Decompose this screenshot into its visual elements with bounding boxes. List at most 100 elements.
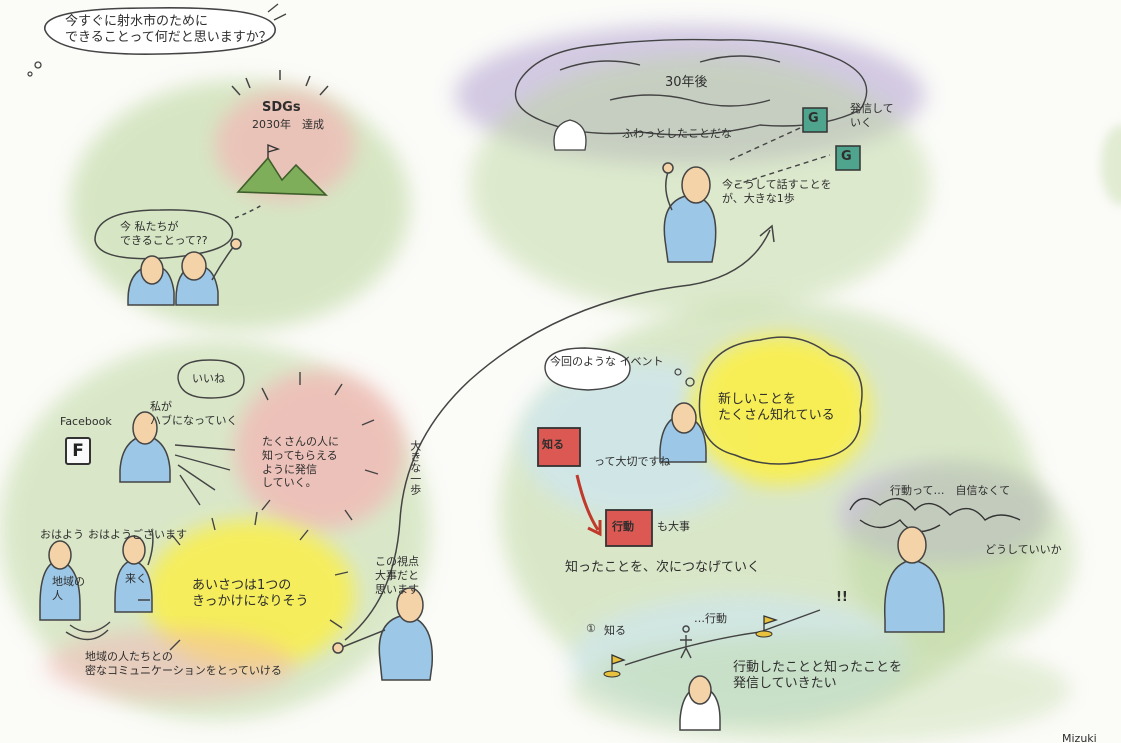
big-step-vertical-text: 大きな一歩	[408, 440, 422, 495]
community-text: 地域の人たちとの 密なコミュニケーションをとっていける	[85, 650, 282, 677]
exchange-arrows	[65, 621, 111, 641]
sdgs-rays	[231, 70, 329, 96]
question-bubble-shape	[44, 7, 276, 55]
shiru-box	[537, 427, 581, 467]
figures-two-people	[127, 238, 242, 306]
person-head	[897, 526, 927, 564]
event-text: 今回のような イベント	[550, 355, 664, 368]
emphasis-lines	[267, 3, 287, 21]
share-arrows	[174, 444, 236, 506]
my-network-text: 私が ハブになっていく	[150, 400, 238, 427]
summit-flag	[267, 143, 281, 158]
flag-1	[611, 654, 626, 672]
mo-daiji-text: も大事	[657, 520, 690, 533]
person-head	[681, 166, 711, 204]
sdgs-title: SDGs	[262, 100, 301, 115]
person-head	[140, 255, 164, 285]
iine-bubble	[177, 359, 245, 399]
aisatsu-text: あいさつは1つの きっかけになりそう	[192, 578, 309, 610]
shiru-to-koudou-arrow	[575, 474, 600, 531]
journey-arrow	[344, 229, 771, 641]
facebook-person	[119, 411, 171, 483]
shiru-text: 知る	[542, 438, 564, 451]
signature: Mizuki	[1062, 732, 1097, 743]
thought-dot	[685, 377, 695, 387]
journey-arrowhead	[759, 224, 775, 243]
learned-many-text: 新しいことを たくさん知れている	[718, 392, 835, 424]
person-head	[396, 587, 424, 623]
wash-yellow-learned	[690, 335, 870, 485]
today-step-text: 今こうして話すことを が、大きな1歩	[722, 178, 832, 205]
flag-2-base	[755, 630, 773, 638]
hand	[332, 642, 344, 654]
step-act-text: …行動	[694, 612, 727, 625]
event-speech-bubble	[544, 347, 631, 391]
aisatsu-rays	[138, 511, 349, 651]
flag-1-base	[603, 670, 621, 678]
child-reply-text: 来く	[125, 572, 147, 585]
pointing-arm	[211, 245, 235, 281]
viewpoint-person	[332, 587, 434, 681]
hasshin-text: 発信して いく	[850, 102, 894, 129]
shiru-to-koudou-arrowhead	[587, 520, 602, 537]
final-statement-text: 行動したことと知ったことを 発信していきたい	[733, 660, 903, 692]
bottom-person	[679, 675, 721, 731]
walking-stick-figure	[680, 625, 692, 659]
person-head	[181, 251, 207, 281]
goal-box-2	[835, 145, 861, 171]
sdgs-mountains	[236, 156, 329, 196]
thought-dot	[674, 368, 682, 376]
learned-cloud	[698, 336, 863, 465]
person-head	[122, 535, 146, 565]
raised-arm	[665, 171, 673, 211]
bubble-tail-dot	[27, 71, 33, 77]
viewpoint-text: この視点 大事だと 思います	[375, 555, 419, 596]
hand	[230, 238, 242, 250]
we-can-do-bubble	[94, 209, 234, 260]
wash-green-right-edge	[1101, 125, 1121, 205]
greeting-people	[39, 529, 154, 621]
person-head	[688, 675, 712, 705]
person-body	[663, 194, 717, 263]
wash-pink-sdgs	[215, 90, 355, 200]
spread-text: たくさんの人に 知ってもらえる ように発信 していく。	[262, 435, 339, 490]
koudou-box-text: 行動	[612, 520, 634, 533]
sdgs-subtitle: 2030年 達成	[252, 118, 324, 131]
future-figure	[553, 119, 587, 151]
goal-label-1: G	[808, 111, 819, 126]
koudou-box	[605, 509, 653, 547]
iine-text: いいね	[192, 372, 225, 385]
person-head	[132, 411, 158, 445]
person-head	[48, 540, 72, 570]
dotted-arrow-topleft	[234, 204, 263, 219]
flag-2	[763, 615, 779, 632]
wash-pink-spread	[235, 370, 405, 530]
chiiki-no-hito-text: 地域の 人	[52, 575, 85, 602]
step-number: ①	[586, 622, 596, 635]
thought-scribbles	[514, 38, 868, 136]
dashed-arrow-goal	[729, 127, 831, 186]
person-body	[378, 614, 434, 681]
person-head	[671, 402, 697, 434]
steps-path	[624, 609, 821, 666]
tsunageteku-text: 知ったことを、次につなげていく	[565, 560, 761, 575]
goal-label-2: G	[841, 149, 852, 164]
ohayougozaimasu-text: おはようございます	[88, 528, 187, 541]
step-know-text: 知る	[604, 624, 626, 637]
fuwatto-text: ふわっとしたことだな	[622, 127, 732, 140]
tangled-scribble	[849, 497, 1021, 533]
center-figure	[662, 162, 717, 263]
bubble-tail-dot	[34, 61, 42, 69]
facebook-text: Facebook	[60, 415, 112, 428]
event-person	[659, 402, 707, 463]
doubt-person	[883, 526, 945, 633]
doubt-text: 行動って… 自信なくて	[890, 484, 1011, 497]
we-can-do-text: 今 私たちが できることって??	[120, 220, 208, 247]
hand	[662, 162, 674, 174]
goal-box-1	[802, 107, 828, 133]
question-text: 今すぐに射水市のために できることって何だと思いますか？	[65, 14, 272, 46]
waving-arm	[147, 529, 154, 566]
doushitara-text: どうしていいか	[985, 543, 1062, 556]
